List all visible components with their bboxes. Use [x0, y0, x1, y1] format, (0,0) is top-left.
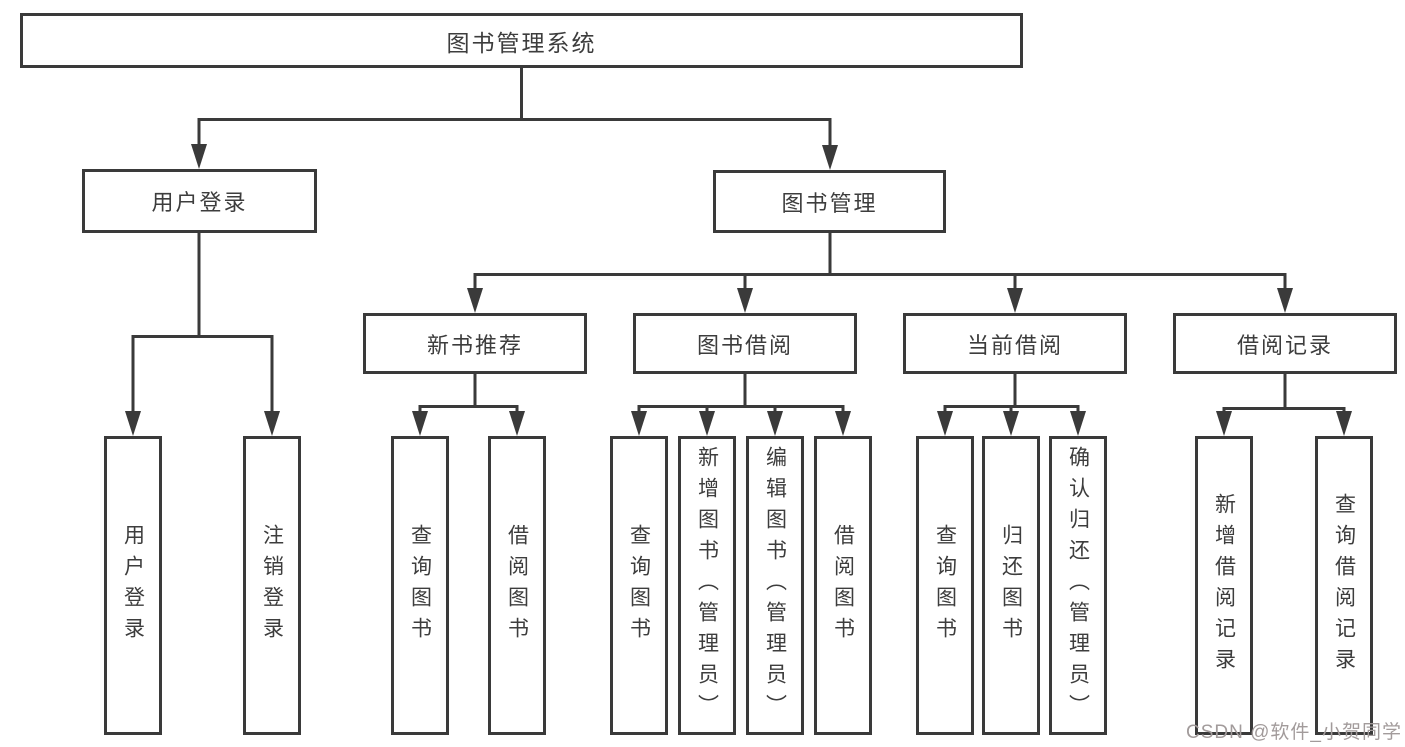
leaf-query-books-current-label: 查询图书 [933, 523, 957, 648]
node-book-borrow: 图书借阅 [633, 313, 857, 374]
leaf-borrow-books-recommend-label: 借阅图书 [505, 523, 529, 648]
leaf-query-borrow-record-label: 查询借阅记录 [1332, 492, 1356, 679]
node-borrow-records: 借阅记录 [1173, 313, 1397, 374]
leaf-borrow-books-recommend: 借阅图书 [488, 436, 546, 735]
leaf-confirm-return-admin-label: 确认归还（管理员） [1066, 446, 1090, 725]
leaf-add-borrow-record-label: 新增借阅记录 [1212, 492, 1236, 679]
node-current-borrow-label: 当前借阅 [966, 332, 1063, 358]
node-user-login: 用户登录 [82, 169, 317, 233]
node-book-management-label: 图书管理 [781, 190, 878, 216]
leaf-query-books-current: 查询图书 [916, 436, 974, 735]
leaf-borrow-books: 借阅图书 [814, 436, 872, 735]
leaf-return-books-label: 归还图书 [999, 523, 1023, 648]
leaf-logout-label: 注销登录 [260, 523, 284, 648]
node-root-label: 图书管理系统 [446, 29, 597, 56]
leaf-borrow-books-label: 借阅图书 [831, 523, 855, 648]
leaf-user-login-label: 用户登录 [121, 523, 145, 648]
leaf-query-books-borrow-label: 查询图书 [627, 523, 651, 648]
node-book-borrow-label: 图书借阅 [696, 332, 793, 358]
leaf-edit-books-admin: 编辑图书（管理员） [746, 436, 804, 735]
leaf-user-login: 用户登录 [104, 436, 162, 735]
leaf-query-books-recommend-label: 查询图书 [408, 523, 432, 648]
leaf-return-books: 归还图书 [982, 436, 1040, 735]
csdn-watermark: CSDN @软件_小贺同学 [1186, 722, 1402, 743]
node-root-library-system: 图书管理系统 [20, 13, 1023, 68]
arrowheads [125, 144, 1352, 436]
node-borrow-records-label: 借阅记录 [1236, 332, 1333, 358]
node-new-book-recommend-label: 新书推荐 [426, 332, 523, 358]
leaf-query-books-borrow: 查询图书 [610, 436, 668, 735]
leaf-logout: 注销登录 [243, 436, 301, 735]
leaf-add-books-admin: 新增图书（管理员） [678, 436, 736, 735]
leaf-query-books-recommend: 查询图书 [391, 436, 449, 735]
node-current-borrow: 当前借阅 [903, 313, 1127, 374]
node-new-book-recommend: 新书推荐 [363, 313, 587, 374]
leaf-add-borrow-record: 新增借阅记录 [1195, 436, 1253, 735]
node-user-login-label: 用户登录 [151, 190, 248, 215]
leaf-edit-books-admin-label: 编辑图书（管理员） [763, 446, 787, 725]
leaf-query-borrow-record: 查询借阅记录 [1315, 436, 1373, 735]
node-book-management: 图书管理 [713, 170, 946, 233]
leaf-confirm-return-admin: 确认归还（管理员） [1049, 436, 1107, 735]
leaf-add-books-admin-label: 新增图书（管理员） [695, 446, 719, 725]
